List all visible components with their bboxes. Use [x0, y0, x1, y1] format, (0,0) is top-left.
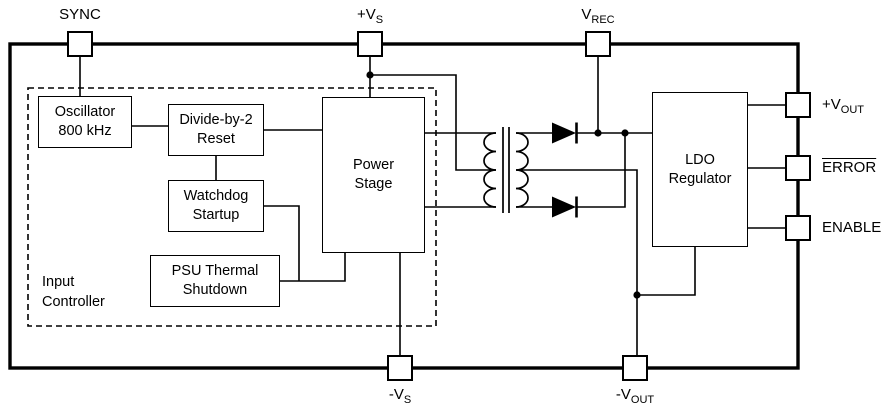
pin-vout-minus-label-text: -V [615, 386, 631, 403]
psu-thermal-label-line2: Shutdown [182, 282, 248, 298]
transformer [483, 127, 529, 213]
pin-error-label-text: ERROR [822, 159, 877, 176]
divide-by-2-label-line1: Divide-by-2 [179, 112, 253, 128]
junction-dot-vrec [594, 129, 602, 137]
oscillator-block: Oscillator 800 kHz [38, 96, 132, 148]
pin-vs-plus-label: +VS [356, 6, 384, 26]
transformer-primary-winding [483, 132, 497, 208]
pin-vs-minus-label: -VS [388, 386, 412, 406]
rectifier [552, 122, 578, 218]
junction-dots [366, 71, 641, 299]
power-stage-label-line1: Power [352, 157, 395, 173]
pin-vs-minus [387, 355, 413, 381]
pin-vout-plus-label-sub: OUT [840, 104, 864, 116]
pin-enable-label-text: ENABLE [822, 219, 882, 236]
ldo-label-line1: LDO [685, 151, 715, 168]
pin-error-label: ERROR [822, 159, 876, 176]
divide-by-2-block: Divide-by-2 Reset [168, 104, 264, 156]
pin-vout-minus-label: -VOUT [615, 386, 655, 406]
pin-enable-label: ENABLE [822, 219, 881, 236]
wire-watchdog-to-junction [264, 205, 300, 281]
power-stage-label-line2: Stage [354, 176, 393, 192]
input-controller-caption-line2: Controller [42, 294, 105, 310]
transformer-secondary-winding [515, 132, 529, 208]
ldo-regulator-block: LDO Regulator [652, 92, 748, 247]
ldo-label-line2: Regulator [668, 170, 732, 187]
wire-vs-to-primary-center-tap [370, 74, 496, 171]
pin-vrec-label: VREC [581, 6, 615, 26]
junction-dot-vs-branch [366, 71, 374, 79]
pin-sync-label: SYNC [59, 6, 101, 23]
pin-vout-plus-label-text: +V [822, 96, 841, 113]
pin-vout-minus [622, 355, 648, 381]
junction-dot-ldo-ground [633, 291, 641, 299]
pin-vout-plus-label: +VOUT [822, 96, 864, 116]
input-controller-caption: Input Controller [42, 272, 105, 312]
psu-thermal-shutdown-block: PSU Thermal Shutdown [150, 255, 280, 307]
pin-vs-plus [357, 31, 383, 57]
pin-vrec [585, 31, 611, 57]
watchdog-label-line1: Watchdog [183, 188, 249, 204]
diode-top-icon [552, 122, 576, 144]
pin-enable [785, 215, 811, 241]
pin-vout-plus [785, 92, 811, 118]
pin-vs-plus-label-text: +V [356, 6, 376, 23]
power-stage-block: Power Stage [322, 97, 425, 253]
oscillator-label-line1: Oscillator [54, 104, 116, 120]
divide-by-2-label-line2: Reset [197, 131, 235, 147]
junction-dot-rectifier [621, 129, 629, 137]
pin-vrec-label-sub: REC [591, 14, 615, 26]
pin-vs-minus-label-text: -V [388, 386, 404, 403]
pin-error [785, 155, 811, 181]
pin-vs-plus-label-sub: S [375, 14, 384, 26]
wire-psu-to-power-stage [280, 253, 346, 282]
watchdog-label-line2: Startup [192, 207, 240, 223]
diode-bottom-icon [552, 196, 576, 218]
pin-vs-minus-label-sub: S [403, 394, 412, 406]
pin-vrec-label-text: V [581, 6, 592, 23]
psu-thermal-label-line1: PSU Thermal [171, 263, 259, 279]
pin-sync-label-text: SYNC [59, 6, 101, 23]
pin-sync [67, 31, 93, 57]
pin-vout-minus-label-sub: OUT [630, 394, 655, 406]
oscillator-label-line2: 800 kHz [58, 123, 112, 139]
wire-ldo-ground [637, 247, 696, 296]
input-controller-dashed-box [27, 87, 437, 327]
watchdog-block: Watchdog Startup [168, 180, 264, 232]
input-controller-caption-line1: Input [42, 274, 75, 290]
wire-bottom-diode-riser [576, 133, 626, 208]
